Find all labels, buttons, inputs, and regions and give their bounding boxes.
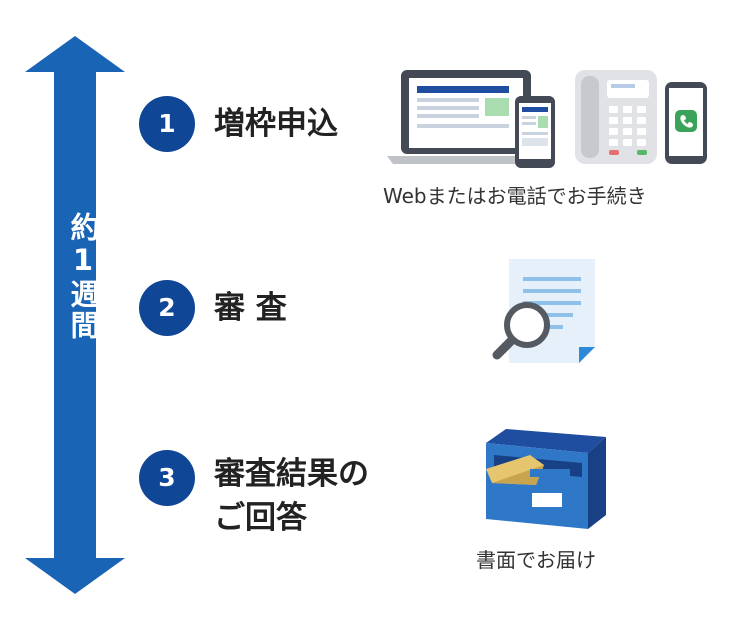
step-1-label: 増枠申込 bbox=[214, 106, 338, 142]
step-1-number: 1 bbox=[139, 96, 195, 152]
step-2-label: 審 査 bbox=[214, 290, 287, 326]
document-search-icon bbox=[492, 259, 595, 363]
period-label: 約1週間 bbox=[66, 212, 100, 341]
step-2-number: 2 bbox=[139, 280, 195, 336]
step-3-label-line-1: 審査結果の bbox=[214, 456, 369, 492]
timeline-arrow bbox=[25, 36, 125, 594]
step-3-label-line-2: ご回答 bbox=[214, 500, 307, 536]
step-1-caption: Webまたはお電話でお手続き bbox=[383, 184, 647, 208]
step-3-number: 3 bbox=[139, 450, 195, 506]
devices-icon bbox=[387, 70, 707, 168]
step-3-caption: 書面でお届け bbox=[476, 548, 596, 572]
mailbox-icon bbox=[486, 429, 606, 529]
